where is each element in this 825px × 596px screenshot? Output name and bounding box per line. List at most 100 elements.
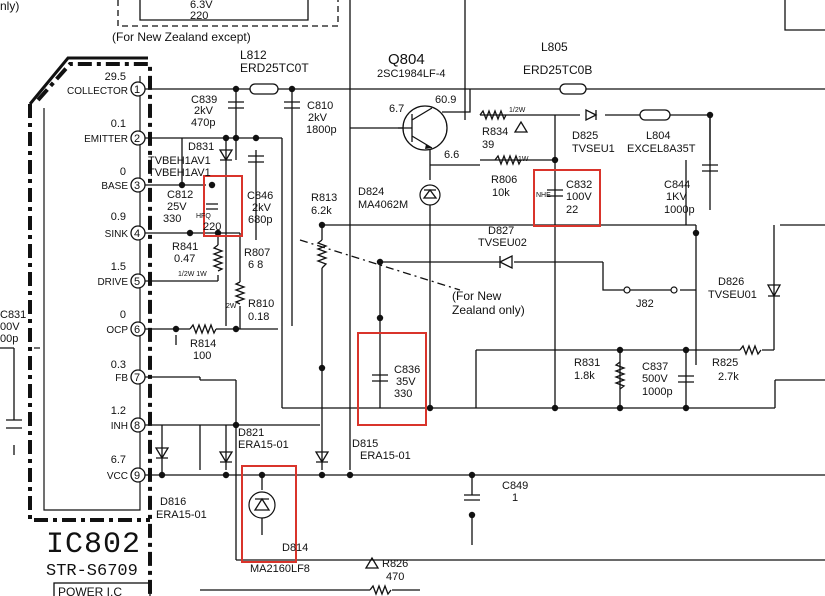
c812-value: 330 (163, 213, 181, 225)
d825-value: TVSEU1 (572, 143, 615, 155)
c812-value2: 220 (203, 221, 221, 233)
l812-ref: L812 (240, 48, 267, 62)
resistor-r810 (234, 281, 246, 305)
l804-ref: L804 (646, 130, 670, 142)
ic-footer-box (53, 582, 151, 596)
ic-name: IC802 (46, 528, 141, 562)
q804-ve: 6.6 (444, 149, 459, 161)
d831-value: TVBEH1AV1 (148, 155, 211, 167)
inductor-l805 (559, 83, 587, 95)
pin-name: SINK (105, 229, 129, 240)
diode-d827 (498, 254, 513, 270)
warning-icon (513, 120, 529, 133)
svg-text:8: 8 (134, 420, 140, 432)
highlight-c812 (203, 175, 243, 237)
d826-value: TVSEU01 (708, 289, 757, 301)
svg-text:7: 7 (134, 372, 140, 384)
r806-w: 1W (518, 156, 529, 163)
r814-ref: R814 (190, 338, 216, 350)
c846-ref: C846 (247, 190, 273, 202)
pin-voltage: 0 (120, 166, 126, 178)
q804-vc: 60.9 (435, 94, 456, 106)
highlight-d814 (241, 465, 297, 563)
resistor-r814 (189, 323, 217, 335)
pin-voltage: 1.5 (111, 261, 126, 273)
c844-value: 1000p (664, 204, 695, 216)
jumper-j82 (623, 286, 631, 294)
c812-v: 25V (167, 201, 187, 213)
diode-d826 (766, 284, 782, 298)
r834-value: 39 (482, 139, 494, 151)
c844-ref: C844 (664, 179, 690, 191)
d831-ref: D831 (188, 141, 214, 153)
r841-w: 1/2W 1W (178, 271, 207, 278)
inductor-l812 (249, 83, 279, 95)
svg-text:4: 4 (134, 228, 140, 240)
r806-value: 10k (492, 187, 510, 199)
warning-icon (364, 556, 380, 569)
resistor-r806 (494, 154, 522, 166)
pin-name: VCC (107, 471, 128, 482)
q804-ref: Q804 (388, 51, 425, 68)
svg-text:1: 1 (134, 84, 140, 96)
c831-ref: C831 (0, 309, 26, 321)
diode-d825 (585, 108, 598, 122)
resistor-r831 (614, 361, 626, 390)
l805-value: ERD25TC0B (523, 63, 592, 77)
c812-ref: C812 (167, 189, 193, 201)
pin-voltage: 6.7 (111, 454, 126, 466)
junctions (158, 85, 714, 519)
pin-voltage: 0.1 (111, 118, 126, 130)
highlight-c836 (357, 332, 427, 426)
d831b-value: TVBEH1AV1 (148, 167, 211, 179)
d824-ref: D824 (358, 186, 384, 198)
pin-voltage: 0.9 (111, 211, 126, 223)
capacitor-c831 (6, 419, 22, 429)
c839-value: 470p (191, 117, 215, 129)
l805-ref: L805 (541, 40, 568, 54)
r825-ref: R825 (712, 357, 738, 369)
c812-hfq: HFQ (196, 213, 211, 220)
highlights (203, 169, 601, 563)
resistor-r834 (479, 109, 507, 121)
r831-value: 1.8k (574, 370, 595, 382)
d825-ref: D825 (572, 130, 598, 142)
c837-ref: C837 (642, 361, 668, 373)
q804-value: 2SC1984LF-4 (377, 68, 446, 80)
pin-name: FB (115, 373, 128, 384)
c839-v: 2kV (194, 105, 214, 117)
c831-value: 00p (0, 333, 18, 345)
c832-ref: C832 (566, 179, 592, 191)
d815-value: ERA15-01 (360, 450, 411, 462)
diode-d821 (218, 451, 234, 464)
corner-text: nly) (0, 0, 19, 13)
d815-ref: D815 (352, 438, 378, 450)
d814-ref: D814 (282, 542, 308, 554)
capacitor-c832 (547, 189, 563, 197)
diode-d831 (218, 149, 234, 162)
inductor-l804 (639, 109, 671, 121)
note2-line2: Zealand only) (452, 303, 525, 317)
d821-ref: D821 (238, 427, 264, 439)
r807-ref: R807 (244, 247, 270, 259)
d824-value: MA4062M (358, 199, 408, 211)
capacitor-c810 (284, 101, 300, 109)
ic-part-number: STR-S6709 (46, 562, 138, 581)
c832-v: 100V (566, 191, 592, 203)
c846-value: 680p (248, 214, 272, 226)
svg-text:6: 6 (134, 324, 140, 336)
d827-value: TVSEU02 (478, 237, 527, 249)
pin-name: EMITTER (84, 134, 128, 145)
l804-value: EXCEL8A35T (627, 143, 696, 155)
c836-ref: C836 (394, 364, 420, 376)
c849-value: 1 (512, 492, 518, 504)
c846-v: 2kV (252, 202, 272, 214)
c837-value: 1000p (642, 386, 673, 398)
ic-footer: POWER I.C (58, 585, 122, 596)
